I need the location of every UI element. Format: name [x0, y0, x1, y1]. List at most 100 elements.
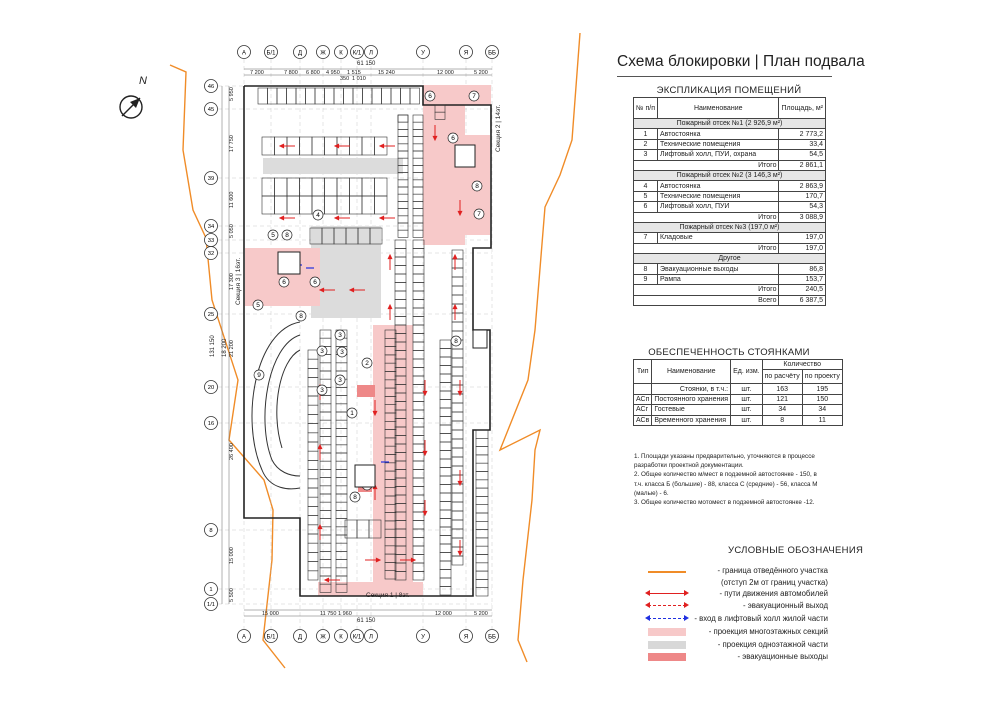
axis-top-bubble	[416, 45, 430, 59]
parking-space	[319, 559, 332, 569]
parking-space	[319, 501, 332, 511]
parking-space	[412, 333, 425, 343]
axis-top-label: К	[339, 50, 343, 56]
parking-space	[335, 493, 348, 503]
parking-space	[439, 450, 452, 460]
parking-space	[397, 208, 409, 217]
room-marker	[252, 299, 264, 311]
parking-space	[451, 456, 464, 467]
note-line: 3. Общее количество мотомест в подземной…	[634, 499, 815, 507]
axis-top-label: Я	[464, 50, 468, 56]
parking-space	[335, 452, 348, 462]
section-2-label: Секция 2 | 14эт.	[495, 104, 502, 152]
parking-space	[307, 349, 319, 360]
notes: 1. Площади указаны предварительно, уточн…	[634, 452, 834, 507]
parking-space	[439, 543, 452, 553]
parking-space	[397, 179, 409, 188]
axis-bottom-bubble	[237, 629, 251, 643]
parking-space	[412, 222, 424, 231]
parking-space	[286, 87, 297, 105]
room-number: 6	[282, 279, 286, 286]
axis-top-label: Л	[369, 50, 373, 56]
bottom-dim: 15 000	[262, 611, 279, 617]
parking-space	[299, 177, 313, 197]
parking-space	[412, 486, 425, 496]
parking-space	[374, 195, 388, 215]
parking-space	[451, 285, 464, 296]
axis-bottom-label: К/1	[353, 634, 362, 640]
room-number: 3	[340, 349, 344, 356]
parking-space	[390, 87, 401, 105]
parking-space	[412, 157, 424, 166]
axis-top-label: К/1	[353, 50, 362, 56]
parking-space	[335, 526, 348, 536]
left-dim: 17 300	[229, 273, 235, 290]
parking-space	[451, 438, 464, 449]
table-cell: 2 863,9	[778, 180, 826, 192]
parking-title: ОБЕСПЕЧЕННОСТЬ СТОЯНКАМИ	[648, 347, 810, 358]
axis-bottom-label: У	[421, 634, 425, 640]
axis-left-bubble	[204, 523, 218, 537]
parking-space	[412, 121, 424, 130]
parking-space	[319, 337, 332, 347]
parking-space	[319, 510, 332, 519]
parking-space	[439, 382, 452, 392]
table-cell: Гостевые	[651, 404, 732, 416]
table-cell: Тип	[632, 358, 653, 385]
room-number: 5	[256, 302, 260, 309]
parking-space	[439, 475, 452, 485]
parking-space	[397, 229, 409, 238]
axis-bottom-bubble	[293, 629, 307, 643]
table-cell: Итого	[632, 242, 780, 255]
left-total-dim: 131 150	[210, 335, 216, 357]
room-number: 3	[320, 348, 324, 355]
parking-space	[412, 186, 424, 195]
table-cell: 4	[633, 180, 658, 192]
parking-space	[274, 195, 288, 215]
table-cell: 34	[761, 404, 803, 416]
traffic-arrowhead	[457, 550, 463, 557]
table-cell: Итого	[632, 284, 780, 296]
parking-space	[335, 436, 348, 446]
table-cell: 197,0	[778, 242, 826, 255]
parking-space	[412, 367, 425, 377]
top-dim: 5 200	[474, 70, 488, 76]
parking-space	[439, 552, 452, 562]
parking-space	[319, 403, 332, 413]
parking-space	[319, 493, 332, 503]
axis-left-bubble	[204, 171, 218, 185]
parking-space	[394, 248, 407, 258]
parking-space	[412, 165, 424, 173]
parking-space	[319, 469, 332, 478]
parking-space	[307, 561, 319, 572]
parking-space	[307, 524, 319, 535]
axis-top-label: Ж	[320, 50, 326, 56]
traffic-arrowhead	[333, 143, 340, 149]
traffic-arrowhead	[375, 557, 382, 563]
parking-space	[475, 487, 489, 497]
parking-space	[439, 458, 452, 468]
room-marker	[334, 329, 346, 341]
parking-space	[361, 177, 375, 197]
parking-space	[335, 542, 348, 552]
axis-bottom-bubble	[264, 629, 278, 643]
parking-space	[335, 485, 348, 495]
axis-left-label: 1	[209, 587, 212, 593]
parking-space	[475, 504, 489, 514]
parking-space	[412, 193, 424, 202]
parking-space	[307, 542, 319, 553]
parking-space	[451, 465, 464, 476]
traffic-arrowhead	[457, 210, 463, 217]
parking-space	[412, 150, 424, 159]
table-cell: 170,7	[778, 190, 826, 203]
axis-left-label: 32	[208, 251, 214, 257]
parking-space	[439, 441, 452, 451]
parking-space	[412, 248, 425, 258]
parking-space	[319, 534, 332, 544]
table-cell: шт.	[730, 404, 763, 416]
top-dim: 12 000	[437, 70, 454, 76]
room-marker	[309, 276, 321, 288]
